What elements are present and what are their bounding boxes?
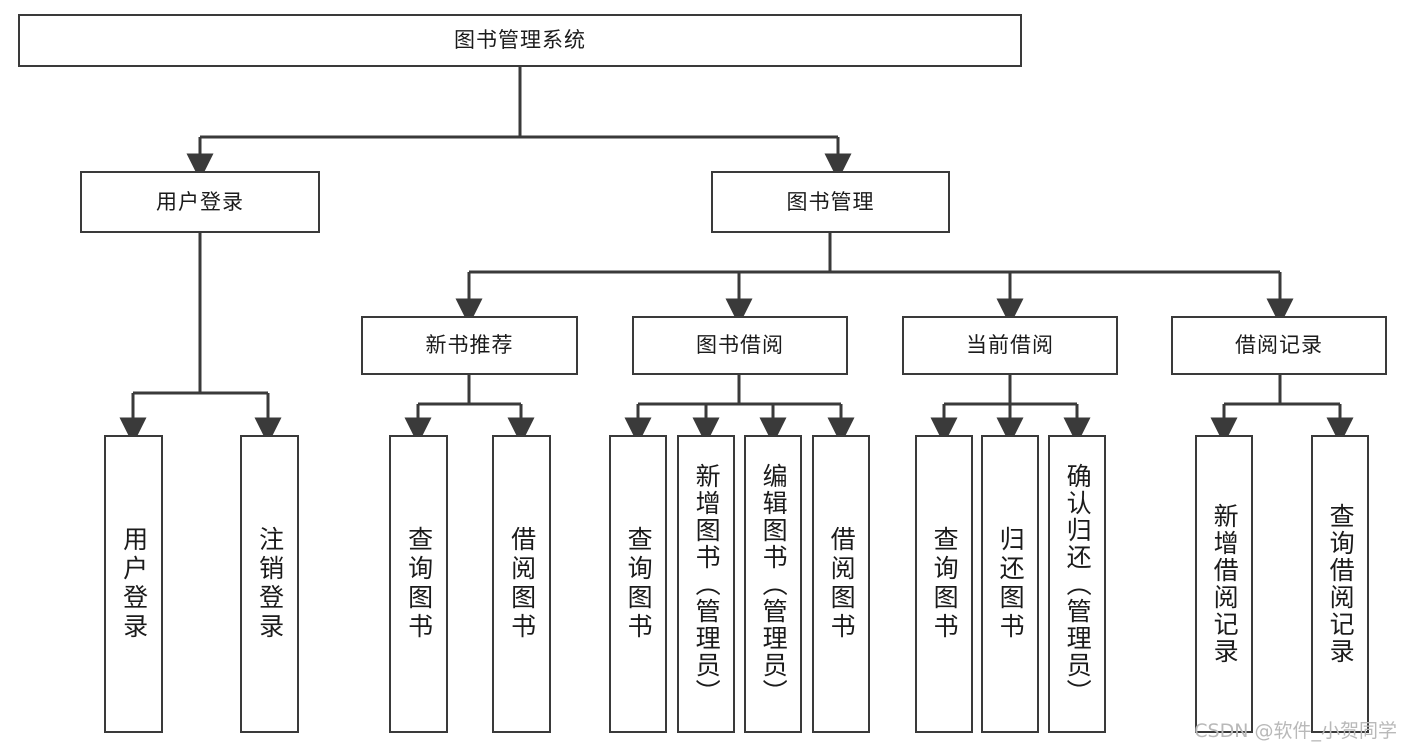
node-book-management[interactable]: 图书管理: [711, 171, 950, 233]
leaf-borrow-book-recommend[interactable]: 借阅图书: [492, 435, 551, 733]
node-label: 图书借阅: [696, 333, 784, 357]
node-label: 借阅图书: [507, 526, 537, 642]
node-label: 用户登录: [156, 189, 244, 214]
node-label: 注销登录: [255, 526, 285, 642]
leaf-query-borrow-record[interactable]: 查询借阅记录: [1311, 435, 1369, 733]
node-label: 图书管理: [786, 189, 875, 214]
leaf-borrow-book[interactable]: 借阅图书: [812, 435, 870, 733]
node-user-login[interactable]: 用户登录: [80, 171, 320, 233]
leaf-query-book-current[interactable]: 查询图书: [915, 435, 973, 733]
node-current-borrow[interactable]: 当前借阅: [902, 316, 1118, 375]
leaf-confirm-return-admin[interactable]: 确认归还（管理员）: [1048, 435, 1106, 733]
node-label: 确认归还（管理员）: [1063, 462, 1093, 706]
watermark-text: CSDN @软件_小贺同学: [1194, 720, 1397, 742]
node-label: 编辑图书（管理员）: [759, 462, 789, 706]
node-label: 查询借阅记录: [1326, 503, 1356, 665]
node-label: 借阅图书: [827, 526, 857, 642]
node-root-system[interactable]: 图书管理系统: [18, 14, 1022, 67]
node-book-borrow[interactable]: 图书借阅: [632, 316, 848, 375]
node-label: 新书推荐: [425, 333, 514, 357]
node-label: 图书管理系统: [454, 28, 586, 52]
leaf-edit-book-admin[interactable]: 编辑图书（管理员）: [744, 435, 802, 733]
node-label: 新增借阅记录: [1210, 503, 1240, 665]
node-label: 查询图书: [624, 526, 654, 642]
node-label: 查询图书: [404, 526, 434, 642]
leaf-return-book[interactable]: 归还图书: [981, 435, 1039, 733]
leaf-query-book-recommend[interactable]: 查询图书: [389, 435, 448, 733]
leaf-add-borrow-record[interactable]: 新增借阅记录: [1195, 435, 1253, 733]
node-label: 归还图书: [996, 526, 1026, 642]
node-label: 新增图书（管理员）: [692, 462, 722, 706]
leaf-user-login[interactable]: 用户登录: [104, 435, 163, 733]
node-label: 当前借阅: [966, 333, 1054, 357]
node-label: 借阅记录: [1235, 333, 1323, 357]
leaf-add-book-admin[interactable]: 新增图书（管理员）: [677, 435, 735, 733]
node-new-book-recommend[interactable]: 新书推荐: [361, 316, 578, 375]
leaf-query-book-borrow[interactable]: 查询图书: [609, 435, 667, 733]
leaf-logout[interactable]: 注销登录: [240, 435, 299, 733]
node-label: 查询图书: [930, 526, 960, 642]
node-borrow-record[interactable]: 借阅记录: [1171, 316, 1387, 375]
node-label: 用户登录: [119, 526, 149, 642]
